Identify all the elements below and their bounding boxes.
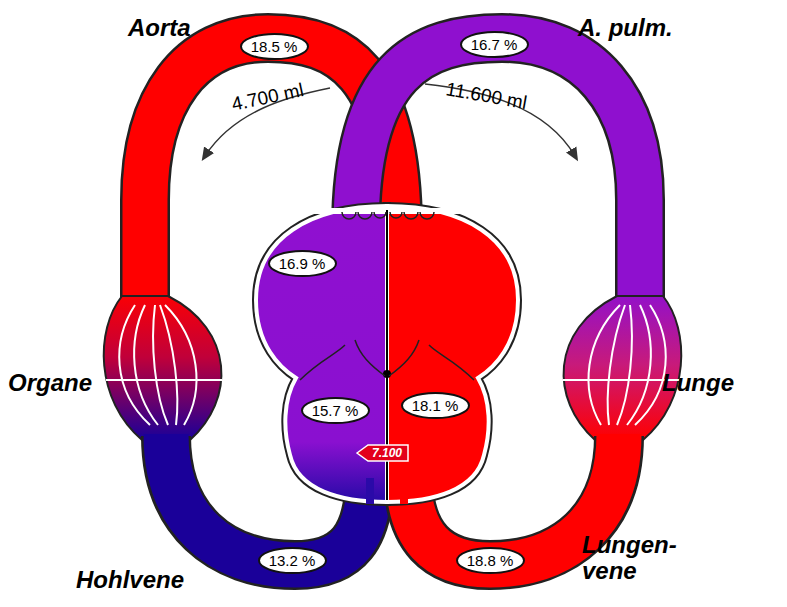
flow-volume: 4.700 ml [230,79,306,116]
vessel-name: Aorta [128,14,191,42]
percent-oval: 15.7 % [301,397,370,424]
vessel-name: Lunge [662,369,734,397]
vessel-name: A. pulm. [578,14,673,42]
percent-oval: 18.5 % [240,33,309,60]
percent-value: 18.1 % [401,392,470,419]
percent-value: 7.100 [356,444,409,462]
percent-value: 13.2 % [258,547,327,574]
flow-volume: 11.600 ml [444,78,529,114]
flow-tag: 7.100 [356,444,409,462]
percent-value: 16.9 % [268,250,337,277]
percent-oval: 18.1 % [401,392,470,419]
percent-value: 18.8 % [456,547,525,574]
vessel-name: Hohlvene [76,566,184,594]
percent-oval: 18.8 % [456,547,525,574]
percent-value: 16.7 % [460,31,529,58]
percent-value: 15.7 % [301,397,370,424]
percent-value: 18.5 % [240,33,309,60]
vessel-name: Organe [8,369,92,397]
vessel-name: Lungen- vene [582,532,690,584]
percent-oval: 16.7 % [460,31,529,58]
percent-oval: 13.2 % [258,547,327,574]
percent-oval: 16.9 % [268,250,337,277]
